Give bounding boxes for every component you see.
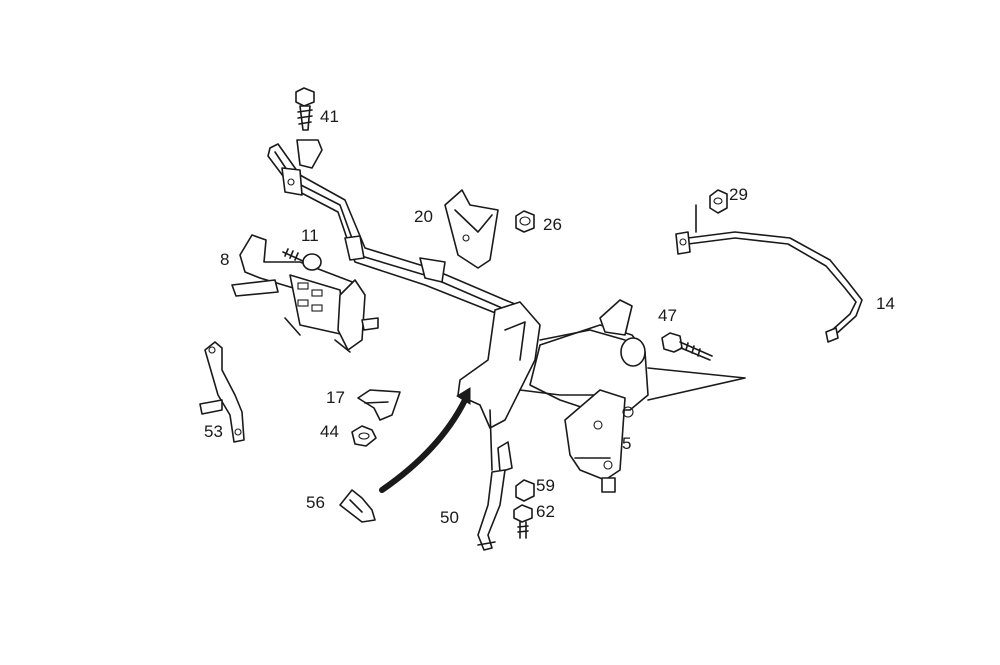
stabilizer-bar-14 <box>675 204 863 343</box>
callout-29: 29 <box>729 185 748 204</box>
bracket-20 <box>444 189 499 269</box>
callout-20: 20 <box>414 207 433 226</box>
bolt-11 <box>282 248 322 271</box>
bolt-47 <box>661 332 713 361</box>
bracket-17 <box>357 389 401 421</box>
nut-26 <box>515 210 535 233</box>
nut-29 <box>709 189 728 214</box>
clip-56 <box>339 489 376 523</box>
callout-53: 53 <box>204 422 223 441</box>
central-housing-5 <box>457 299 746 493</box>
bracket-50 <box>477 409 513 551</box>
callout-41: 41 <box>320 107 339 126</box>
nut-59 <box>515 479 535 502</box>
bracket-53 <box>199 341 245 443</box>
left-bracket-assembly <box>231 234 379 353</box>
callout-56: 56 <box>306 493 325 512</box>
bolt-62 <box>513 504 533 539</box>
callout-11: 11 <box>301 226 319 245</box>
bolt-41 <box>295 87 315 131</box>
clip-44 <box>351 425 377 447</box>
reference-arrow <box>379 387 471 493</box>
bracket-41-mount <box>296 139 323 169</box>
callout-59: 59 <box>536 476 555 495</box>
callout-62: 62 <box>536 502 555 521</box>
callout-14: 14 <box>876 294 895 313</box>
callout-8: 8 <box>220 250 229 269</box>
callout-26: 26 <box>543 215 562 234</box>
callout-44: 44 <box>320 422 339 441</box>
callout-5: 5 <box>622 434 631 453</box>
crossmember-tube <box>267 139 521 319</box>
callout-50: 50 <box>440 508 459 527</box>
callout-17: 17 <box>326 388 345 407</box>
callout-47: 47 <box>658 306 677 325</box>
